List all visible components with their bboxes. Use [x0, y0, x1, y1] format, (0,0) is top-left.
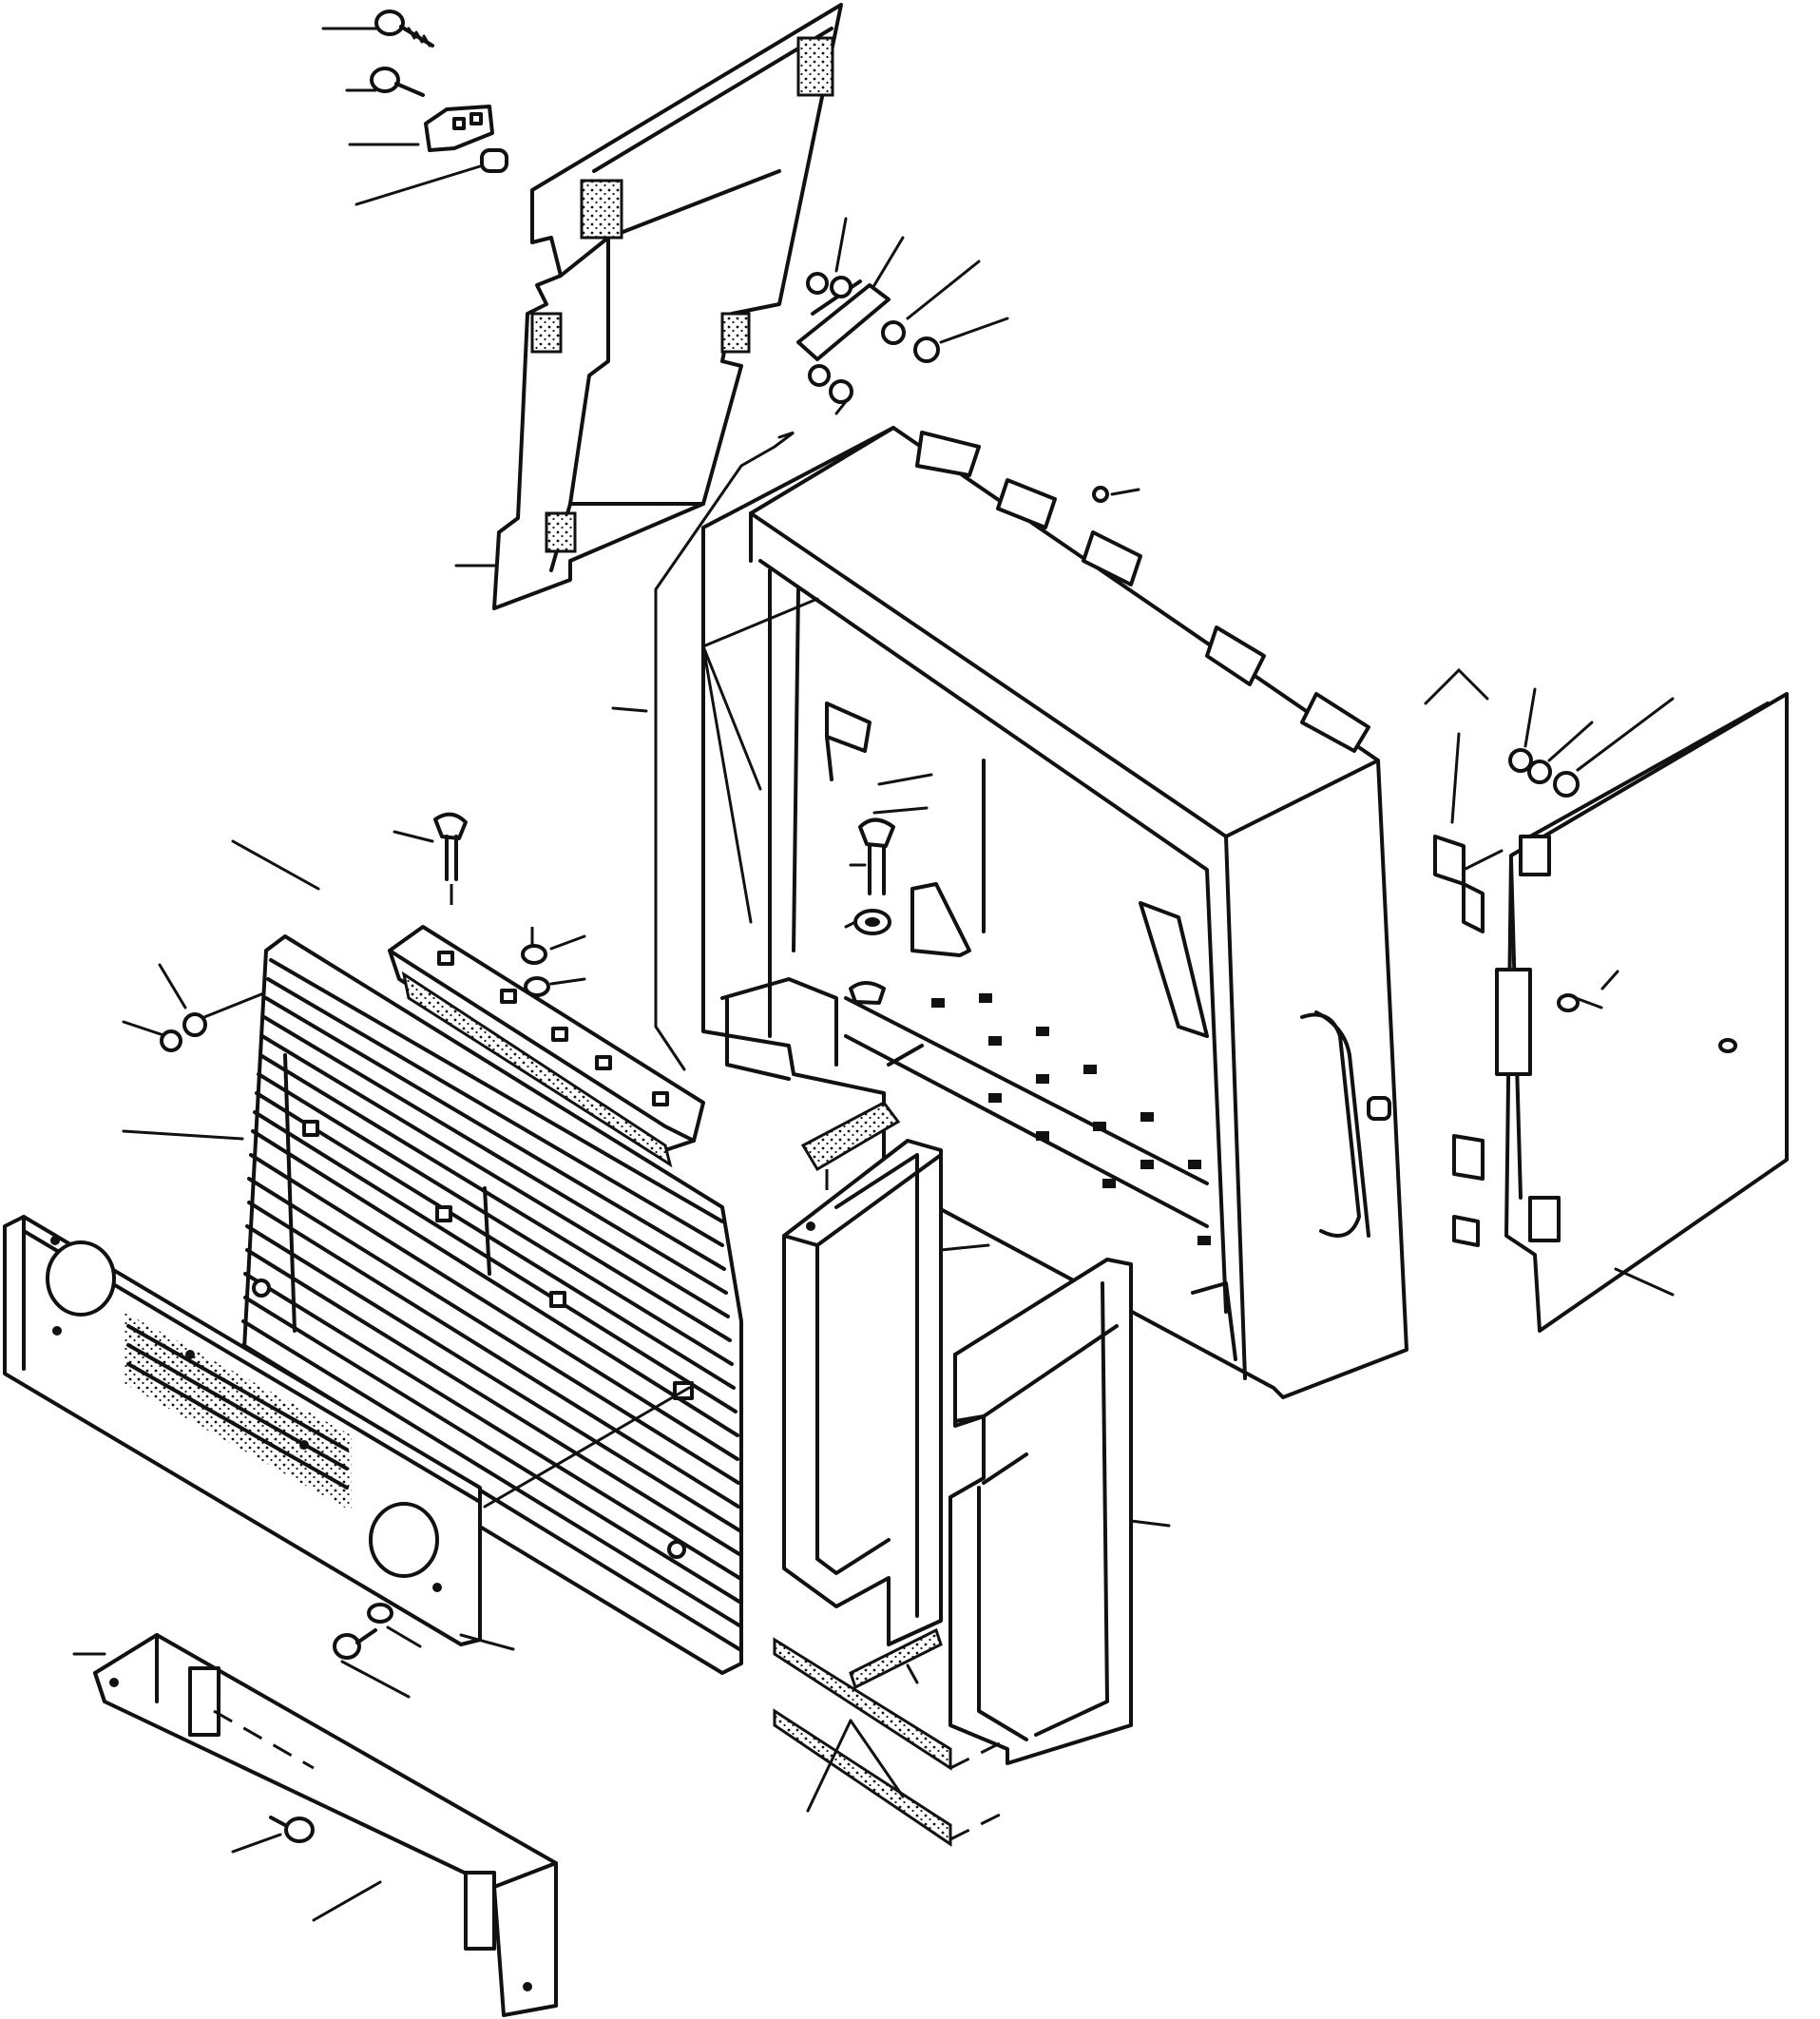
hood-bolt-1 — [321, 10, 434, 48]
main-housing — [701, 426, 1408, 1399]
top-bracket — [388, 925, 705, 1168]
upper-side-panel — [492, 3, 843, 610]
leader-lines — [454, 431, 933, 1071]
left-seal-frame — [782, 1101, 990, 1646]
hood-bolt-2 — [345, 67, 425, 97]
clamp-bracket — [348, 105, 494, 152]
lower-bracket — [72, 1633, 558, 2017]
rubber-bushing — [354, 148, 508, 206]
seal-strips — [773, 1627, 1008, 1847]
right-side-door — [1495, 692, 1789, 1333]
front-mask-panel — [3, 1215, 515, 1699]
latch-assembly — [796, 217, 1009, 415]
right-seal-frame — [948, 1258, 1171, 1765]
hinge-washers — [1424, 667, 1675, 1247]
mounting-bolt — [393, 812, 895, 1005]
handle — [1300, 1010, 1391, 1238]
